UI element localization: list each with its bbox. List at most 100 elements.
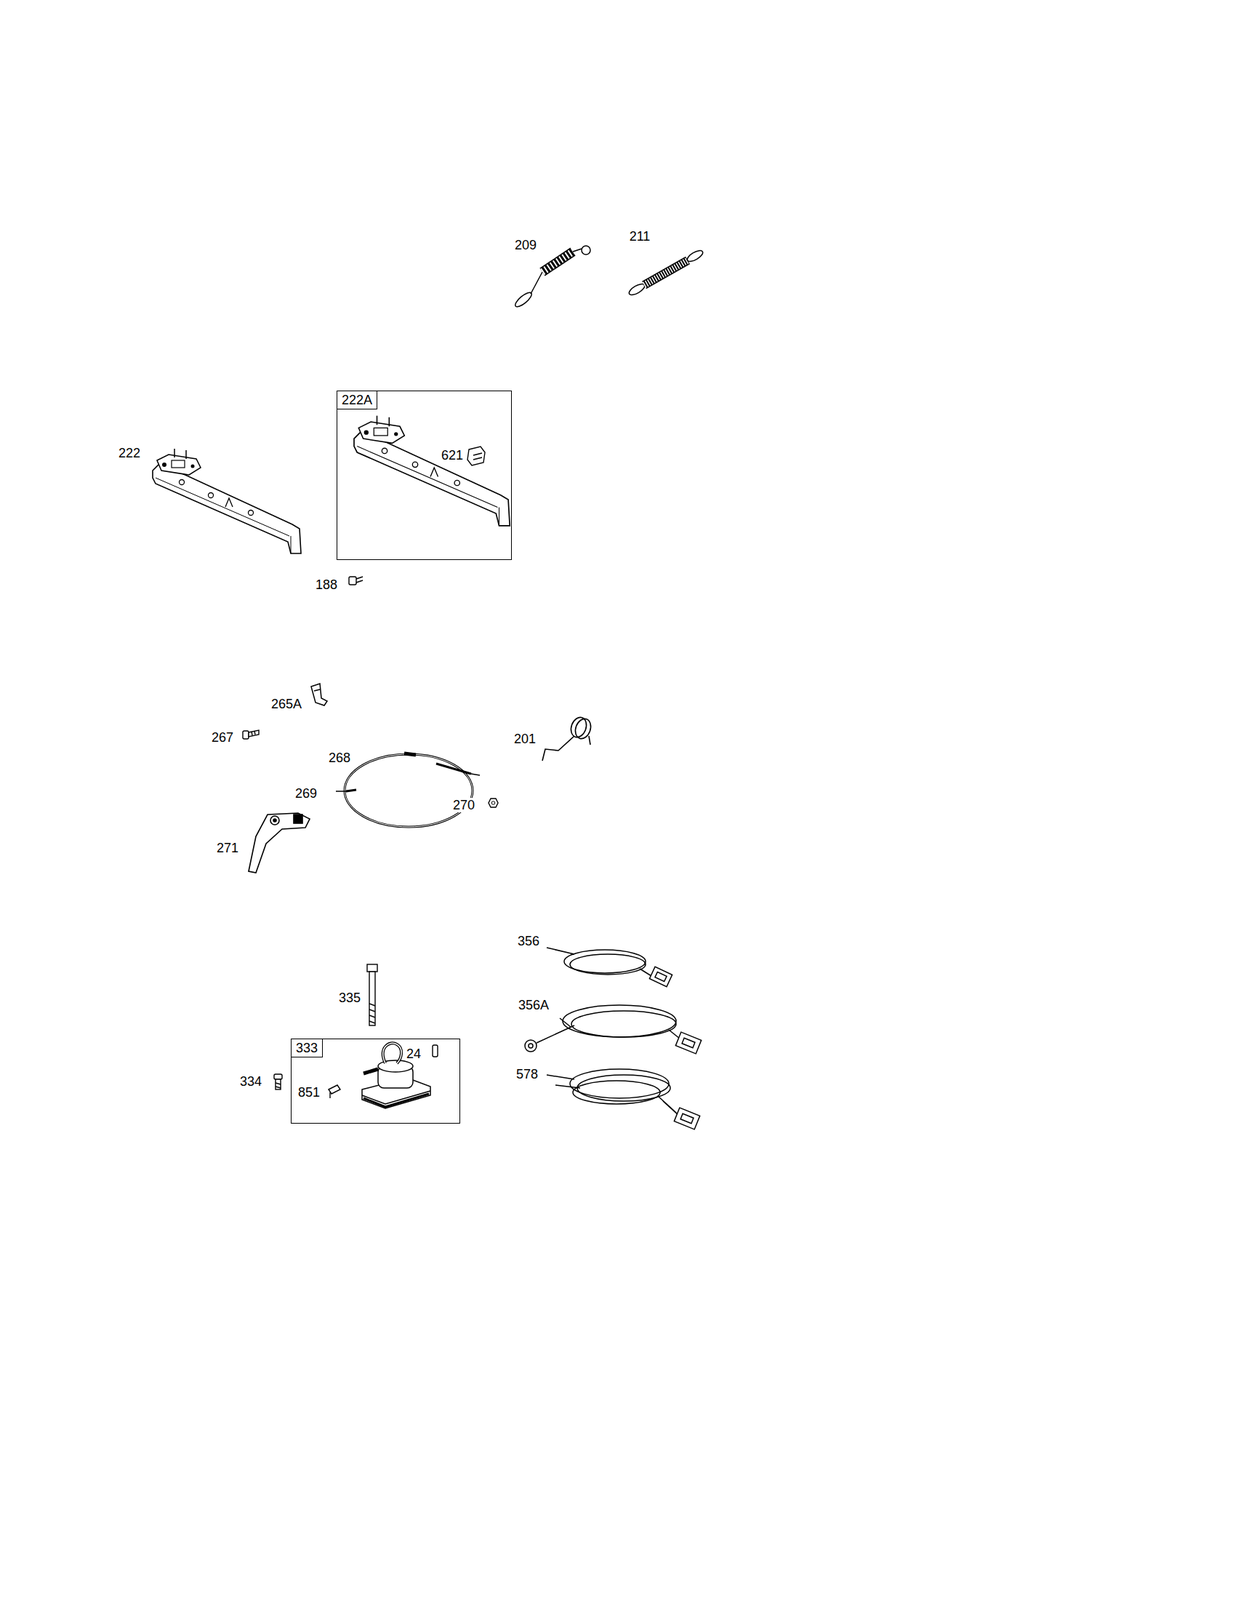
control-cable	[471, 773, 480, 775]
ignition-armature	[362, 1042, 431, 1108]
parts-group-box: 222A 621	[336, 390, 512, 560]
wire-harness	[655, 971, 667, 981]
wire-harness	[528, 1043, 533, 1048]
spring	[627, 282, 647, 298]
ignition-armature	[363, 1093, 429, 1107]
control-cable	[436, 763, 472, 774]
ignition-armature	[383, 1042, 402, 1063]
callout-number: 268	[327, 750, 352, 765]
spring	[644, 260, 688, 285]
screw	[348, 576, 363, 585]
callout-number: 270	[452, 797, 476, 813]
bolt	[369, 1014, 376, 1018]
wire-harness	[681, 1037, 696, 1047]
callout-number: 201	[513, 731, 537, 746]
group-number: 222A	[337, 391, 378, 410]
callout-number: 211	[628, 229, 652, 244]
wire-harness	[673, 1107, 700, 1130]
nut	[488, 798, 498, 807]
wire-harness	[668, 1029, 680, 1039]
callout-number: 265A	[270, 696, 303, 712]
wire-harness	[524, 1039, 537, 1052]
bolt	[369, 971, 376, 1026]
wire-harness	[546, 1068, 701, 1130]
clip	[311, 683, 328, 706]
wire-harness	[546, 947, 673, 987]
bolt	[367, 964, 378, 972]
screw	[356, 576, 363, 579]
control-cable	[335, 753, 480, 827]
screw	[242, 730, 249, 739]
wire-spring	[542, 714, 594, 761]
control-cable	[344, 753, 473, 827]
spring	[530, 271, 543, 294]
bolt	[367, 964, 378, 1026]
control-lever	[270, 815, 280, 825]
pin	[432, 1044, 438, 1057]
wire-harness	[559, 1017, 571, 1027]
screw	[274, 1073, 283, 1079]
wire-harness	[546, 1074, 575, 1079]
wire-harness	[572, 1080, 661, 1104]
control-lever	[273, 818, 277, 822]
clip	[467, 446, 485, 466]
callout-number: 222	[117, 445, 142, 461]
clip	[311, 683, 328, 706]
wire-spring	[588, 735, 591, 745]
screw	[348, 576, 357, 585]
callout-number: 269	[294, 785, 318, 801]
control-lever	[248, 812, 310, 873]
screw	[275, 1082, 281, 1084]
parts-group-box: 33324851	[290, 1038, 461, 1124]
wire-harness	[524, 1004, 702, 1054]
wire-harness	[639, 968, 652, 976]
spring	[542, 251, 573, 272]
spring	[627, 248, 705, 298]
screw	[254, 730, 256, 735]
callout-number: 356A	[517, 997, 550, 1012]
clip	[473, 457, 483, 460]
control-cable	[344, 753, 473, 827]
screw	[275, 1078, 281, 1090]
wire-spring	[542, 735, 575, 761]
callout-number: 188	[314, 577, 339, 592]
callout-number: 356	[516, 933, 541, 949]
spring	[685, 248, 705, 264]
control-lever	[293, 814, 303, 823]
bolt	[369, 1009, 376, 1012]
ignition-armature	[363, 1068, 379, 1074]
clip	[314, 689, 320, 691]
terminal	[328, 1084, 341, 1098]
callout-number: 271	[215, 840, 240, 855]
control-cable	[404, 753, 416, 755]
screw	[251, 731, 253, 736]
ignition-armature	[383, 1042, 402, 1063]
spring	[572, 248, 582, 252]
callout-number: 621	[440, 447, 464, 463]
wire-harness	[569, 953, 646, 975]
callout-number: 209	[513, 237, 538, 253]
wire-harness	[546, 947, 575, 954]
wire-harness	[571, 1010, 677, 1037]
callout-number: 334	[239, 1073, 263, 1089]
control-lever	[248, 812, 310, 873]
callout-number: 335	[338, 990, 362, 1005]
screw	[275, 1086, 281, 1088]
wire-harness	[663, 1100, 680, 1116]
wire-harness	[649, 966, 672, 986]
wire-harness	[562, 1004, 677, 1037]
spring	[644, 260, 688, 285]
wire-harness	[569, 1068, 669, 1098]
group-number: 333	[291, 1038, 323, 1058]
callout-number: 851	[297, 1084, 321, 1100]
callout-number: 267	[210, 729, 235, 745]
spring	[513, 245, 591, 309]
clip	[473, 452, 483, 456]
screw	[242, 729, 259, 739]
clip	[467, 446, 485, 466]
bolt	[369, 1003, 376, 1006]
